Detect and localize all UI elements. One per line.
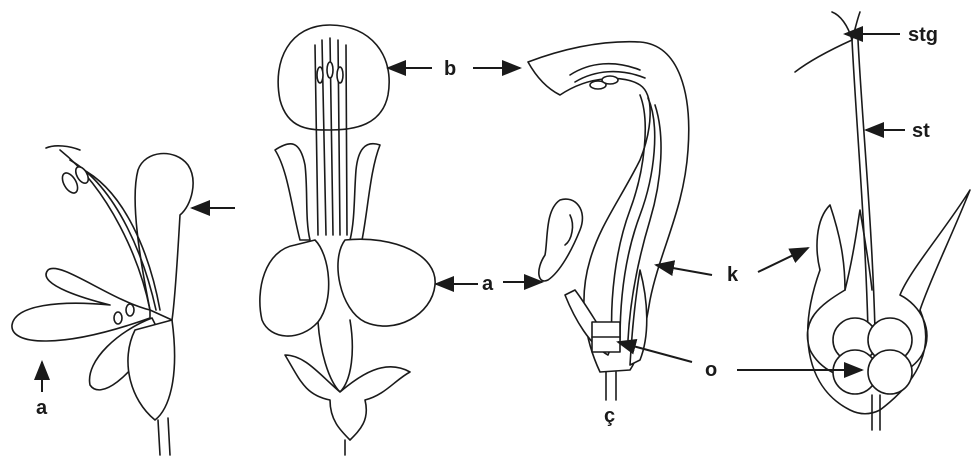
- label-st: st: [912, 120, 930, 142]
- flower-front-view: [260, 25, 435, 455]
- label-stg: stg: [908, 24, 938, 46]
- label-a-center: a: [482, 273, 494, 295]
- pistil-in-calyx: [795, 12, 970, 430]
- arrow-k-left: [656, 265, 712, 275]
- label-a-left: a: [36, 397, 48, 419]
- label-k: k: [727, 264, 739, 286]
- label-b: b: [444, 58, 456, 80]
- label-o: o: [705, 359, 717, 381]
- flower-longitudinal-section: [528, 42, 689, 400]
- label-c-cedilla: ç: [604, 405, 615, 427]
- arrow-k-right: [758, 248, 808, 272]
